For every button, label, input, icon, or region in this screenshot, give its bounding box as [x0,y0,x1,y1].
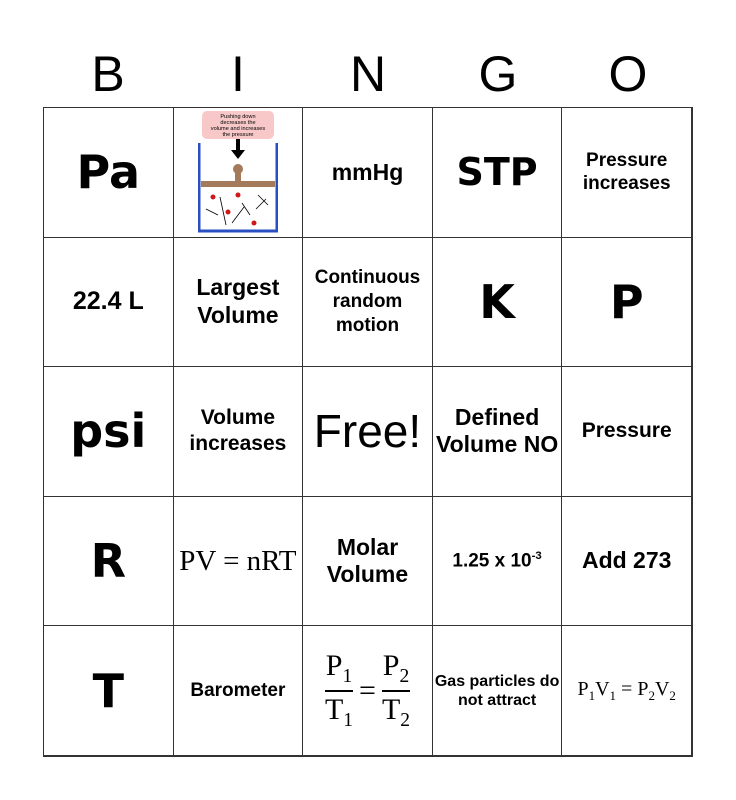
cell-text: STP [456,150,538,195]
cell-text: P [609,274,644,329]
cell-text: Molar Volume [326,533,409,588]
equals-sign: = [359,673,376,707]
cell-r2-c2[interactable]: Largest Volume [172,236,304,368]
cell-r4-c2[interactable]: PV = nRT [172,495,304,627]
cell-r2-c1[interactable]: 22.4 L [43,236,174,368]
cell-r1-c4[interactable]: STP [431,107,563,238]
cell-text: psi [70,404,147,459]
cell-text: Barometer [190,679,286,701]
cell-r2-c4[interactable]: K [431,236,563,368]
gas-particle [210,194,216,200]
cell-r3-c3-free-space[interactable]: Free! [302,366,433,497]
cell-text: Pressure [581,419,672,443]
header-letter-n: N [349,46,387,102]
fraction-left: P1 T1 [324,649,354,731]
cell-text: Free! [313,405,422,458]
cell-r5-c3[interactable]: P1 T1 = P2 T2 [302,625,433,756]
cell-text: T [92,663,124,718]
cell-r3-c2[interactable]: Volume increases [172,366,304,497]
cell-r4-c3[interactable]: Molar Volume [302,495,433,627]
bingo-header: B I N G O [43,40,693,108]
cell-text: 22.4 L [72,287,144,316]
gas-particle [235,192,241,198]
cell-r4-c1[interactable]: R [43,495,174,627]
gas-particle [225,209,231,215]
cell-r1-c1[interactable]: Pa [43,107,174,238]
cell-text: Pa [76,145,141,200]
cell-text: Largest Volume [196,274,280,328]
header-letter-i: I [231,46,245,102]
header-letter-o: O [608,46,648,102]
cell-r2-c5[interactable]: P [561,236,692,368]
gas-particle [251,220,257,226]
cell-r5-c1[interactable]: T [43,625,174,756]
cell-r5-c2[interactable]: Barometer [172,625,304,756]
boyle-law-equation: P1V1 = P2V2 [577,677,676,703]
number-base: 1.25 x 10 [452,550,532,572]
header-letter-g: G [478,46,518,102]
cell-text: 1.25 x 10-3 [452,549,541,573]
cell-text: Continuous random motion [314,267,421,336]
cell-text: Gas particles do not attract [434,672,560,709]
cell-r4-c4[interactable]: 1.25 x 10-3 [431,495,563,627]
cell-r4-c5[interactable]: Add 273 [561,495,692,627]
cell-text: Volume increases [189,406,287,456]
cell-text: R [90,534,126,589]
cell-r3-c1[interactable]: psi [43,366,174,497]
cell-r5-c4[interactable]: Gas particles do not attract [431,625,563,756]
cell-text: Pressure increases [582,149,671,195]
cell-text: mmHg [331,158,404,185]
header-letter-b: B [91,46,125,102]
cell-r3-c5[interactable]: Pressure [561,366,692,497]
cell-r1-c5[interactable]: Pressure increases [561,107,692,238]
cell-text: Defined Volume NO [435,403,559,458]
cell-text: K [479,274,515,329]
cell-r5-c5[interactable]: P1V1 = P2V2 [561,625,692,756]
cell-text: PV = nRT [179,544,297,577]
cell-r1-c3[interactable]: mmHg [302,107,433,238]
cell-text: Add 273 [581,547,672,574]
fraction-right: P2 T2 [381,649,411,731]
cell-r2-c3[interactable]: Continuous random motion [302,236,433,368]
cell-r3-c4[interactable]: Defined Volume NO [431,366,563,497]
number-exponent: -3 [531,550,542,563]
